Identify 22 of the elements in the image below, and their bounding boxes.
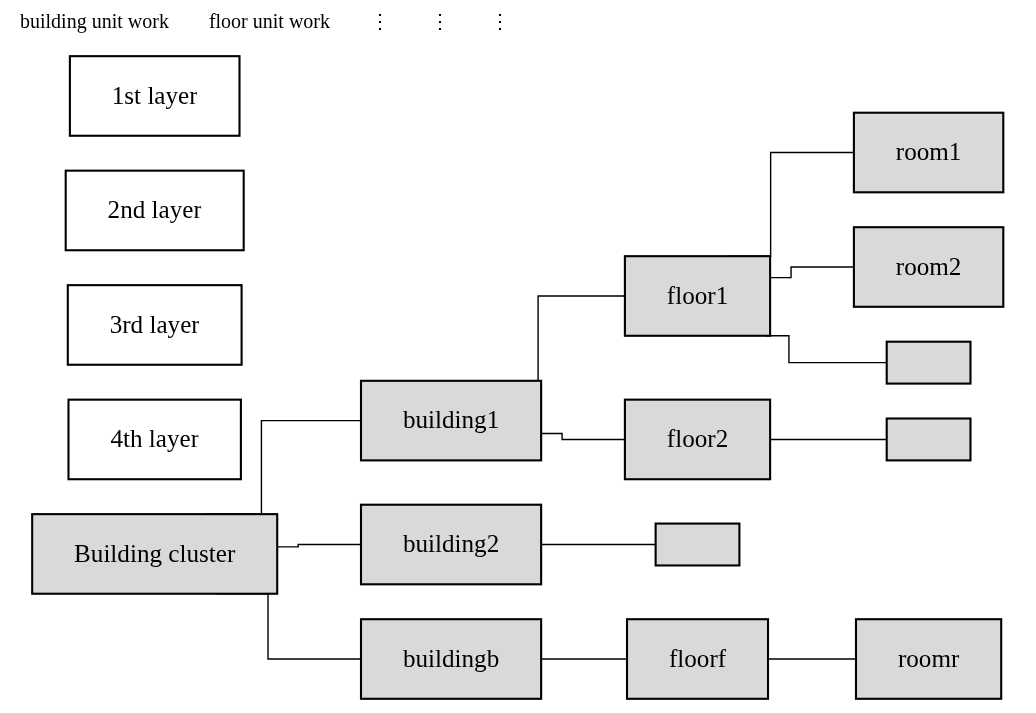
node-box: 4th layer <box>67 398 243 480</box>
node-box: room1 <box>853 111 1005 193</box>
note-text: ⋮ <box>430 9 450 33</box>
node-box <box>885 416 972 461</box>
node-box: roomr <box>855 617 1003 700</box>
node-box: 1st layer <box>69 54 241 137</box>
node-box: floor1 <box>624 254 772 337</box>
note-text: building unit work <box>20 9 169 33</box>
node-box: building2 <box>360 503 543 585</box>
node-box: floor2 <box>624 398 772 480</box>
node-box: buildingb <box>360 617 543 700</box>
node-box: 2nd layer <box>64 169 245 251</box>
node-box: Building cluster <box>31 512 279 595</box>
node-box: building1 <box>360 379 543 461</box>
note-text: ⋮ <box>370 9 390 33</box>
node-box: 3rd layer <box>67 283 243 366</box>
note-text: floor unit work <box>208 9 330 33</box>
node-box <box>654 522 741 566</box>
note-text: ⋮ <box>490 9 510 33</box>
node-box <box>885 340 972 385</box>
node-box: floorf <box>626 617 770 700</box>
node-box: room2 <box>853 225 1005 308</box>
